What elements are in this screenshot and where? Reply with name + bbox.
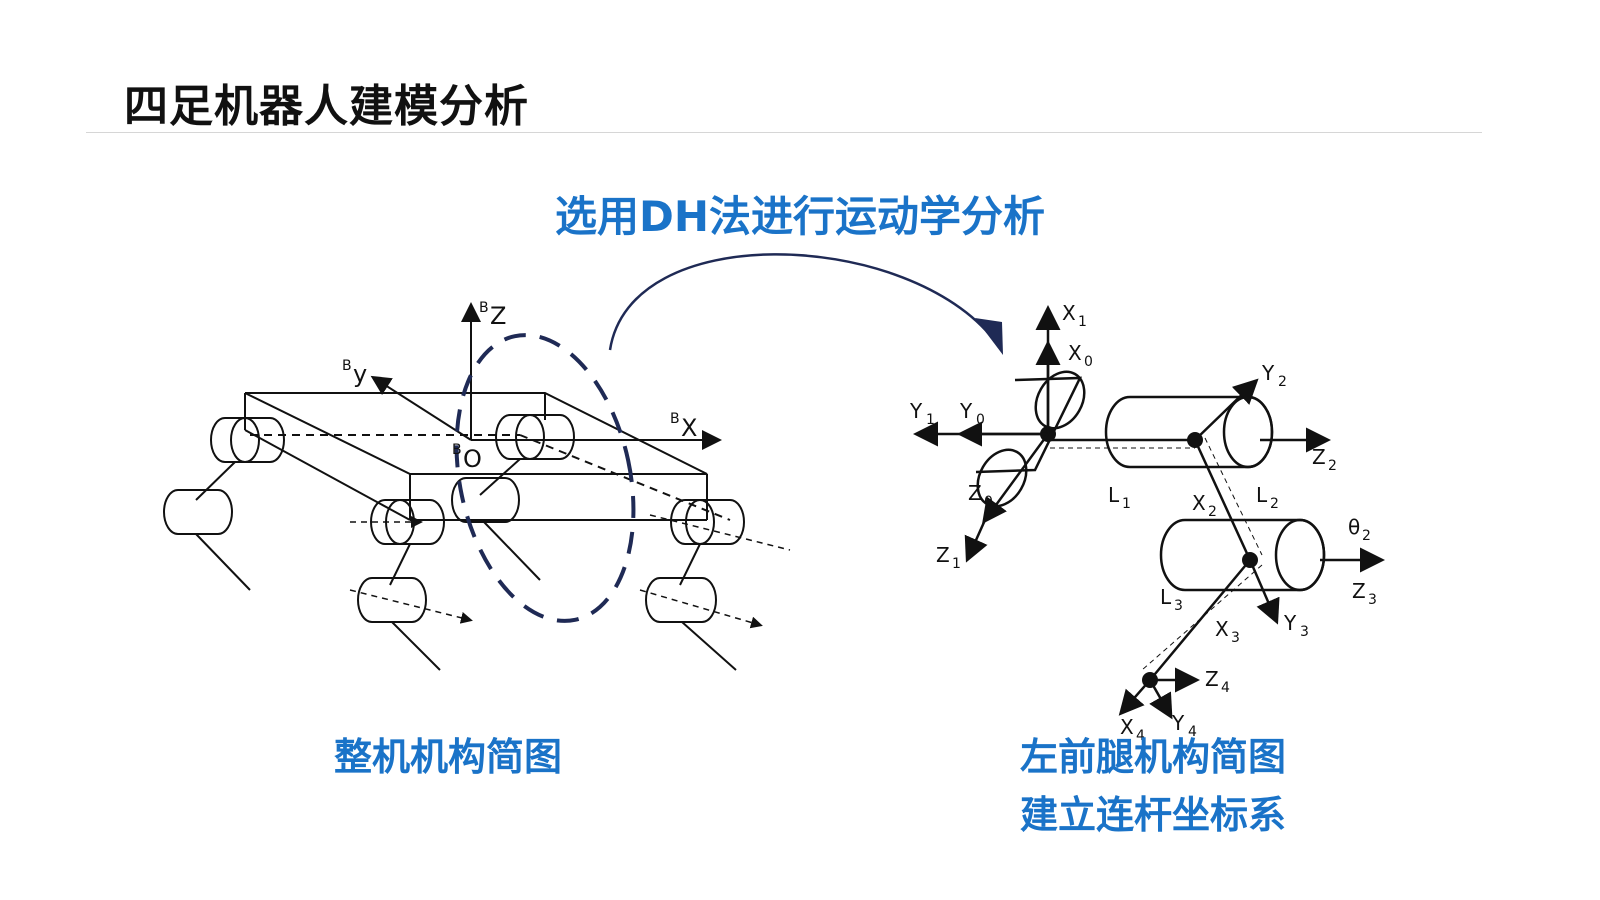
label-link-l3-index: 3 — [1174, 598, 1183, 614]
label-theta2-index: 2 — [1362, 528, 1371, 544]
label-x0: X — [1068, 341, 1082, 365]
body-frame-axes — [370, 302, 722, 450]
slide-subtitle: 选用DH法进行运动学分析 — [554, 192, 1045, 241]
z-axis-superscript: B — [479, 300, 489, 316]
origin-label: O — [463, 445, 482, 473]
label-x3-index: 3 — [1231, 630, 1240, 646]
left-front-leg-sketch — [913, 305, 1385, 720]
label-link-l1: L — [1108, 483, 1120, 507]
label-link-l2: L — [1256, 483, 1268, 507]
label-x1-index: 1 — [1078, 314, 1087, 330]
label-y4-index: 4 — [1188, 724, 1197, 740]
caption-leg-line1: 左前腿机构简图 — [1020, 735, 1287, 779]
joint-dots — [1040, 426, 1258, 688]
label-z4-index: 4 — [1221, 680, 1230, 696]
frame-axes — [913, 305, 1385, 720]
slide-title: 四足机器人建模分析 — [124, 81, 529, 132]
caption-left-front-leg: 左前腿机构简图 建立连杆坐标系 — [1020, 728, 1286, 844]
caption-leg-line2: 建立连杆坐标系 — [1020, 793, 1287, 837]
label-x4-index: 4 — [1136, 728, 1145, 744]
title-divider — [86, 132, 1482, 133]
leg-links — [1050, 437, 1263, 681]
label-y3: Y — [1283, 611, 1297, 635]
knee-cylinder — [1159, 518, 1326, 592]
label-link-l2-index: 2 — [1270, 496, 1279, 512]
label-y2-index: 2 — [1278, 374, 1287, 390]
label-x2: X — [1192, 491, 1206, 515]
label-x2-index: 2 — [1208, 504, 1217, 520]
frame-labels: X 1 X 0 Y 1 Y 0 Z 0 Z 1 Y 2 Z 2 X 2 θ 2 … — [909, 301, 1377, 744]
label-link-l1-index: 1 — [1122, 496, 1131, 512]
whole-machine-sketch — [163, 253, 1003, 671]
label-x4: X — [1120, 715, 1134, 739]
label-z0: Z — [968, 481, 982, 505]
y-axis-label: y — [353, 360, 367, 388]
robot-body — [244, 392, 731, 521]
origin-superscript: B — [452, 442, 462, 458]
y-axis-superscript: B — [342, 358, 352, 374]
label-z4: Z — [1205, 667, 1219, 691]
label-z1: Z — [936, 543, 950, 567]
label-x0-index: 0 — [1084, 354, 1093, 370]
label-z2-index: 2 — [1328, 458, 1337, 474]
label-z0-index: 0 — [984, 494, 993, 510]
label-y1: Y — [909, 399, 923, 423]
label-z3: Z — [1352, 579, 1366, 603]
hip-pitch-cylinder — [1104, 395, 1274, 469]
label-y0: Y — [959, 399, 973, 423]
label-theta2: θ — [1348, 515, 1360, 539]
caption-whole-machine: 整机机构简图 — [334, 735, 563, 779]
legs — [163, 458, 737, 671]
label-z2: Z — [1312, 445, 1326, 469]
label-y2: Y — [1261, 361, 1275, 385]
label-y1-index: 1 — [926, 412, 935, 428]
z-axis-label: Z — [490, 302, 506, 330]
joint-axes — [349, 514, 791, 629]
body-frame-labels: B Z B y B X B O — [342, 300, 697, 473]
label-x1: X — [1062, 301, 1076, 325]
x-axis-superscript: B — [670, 411, 680, 427]
label-y4: Y — [1171, 711, 1185, 735]
label-y3-index: 3 — [1300, 624, 1309, 640]
transfer-arrowhead — [975, 318, 1003, 355]
label-x3: X — [1215, 617, 1229, 641]
transfer-arrow — [608, 253, 991, 351]
label-z3-index: 3 — [1368, 592, 1377, 608]
highlight-ellipse — [454, 333, 636, 623]
label-y0-index: 0 — [976, 412, 985, 428]
label-z1-index: 1 — [952, 556, 961, 572]
label-link-l3: L — [1160, 585, 1172, 609]
x-axis-label: X — [681, 414, 697, 442]
